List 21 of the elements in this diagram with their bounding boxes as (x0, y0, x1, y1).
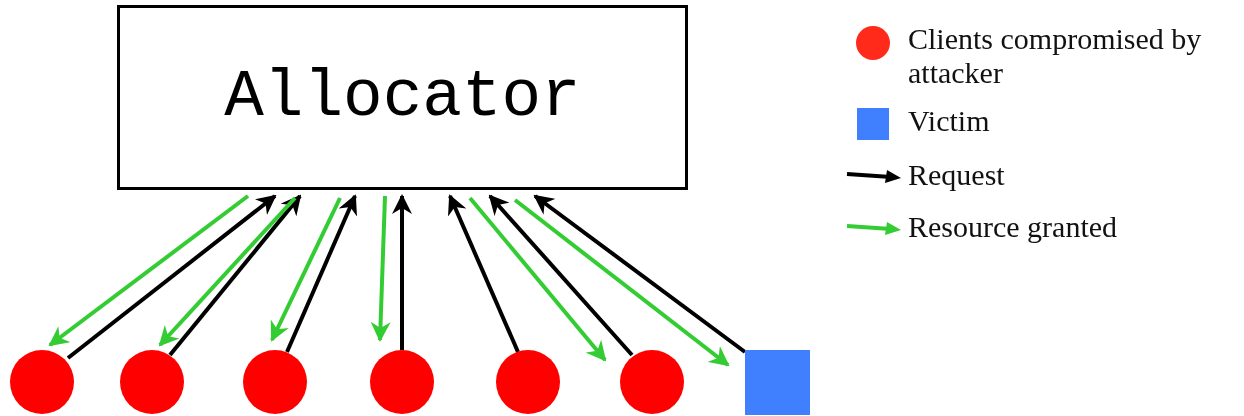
arrow (48, 194, 250, 347)
legend-text: Request (908, 158, 1005, 192)
process-box (117, 5, 688, 190)
client-circle (10, 350, 74, 414)
box-label: Allocator (224, 60, 581, 135)
arrow (370, 195, 391, 342)
arrow (168, 194, 302, 357)
legend-text: Victim (908, 104, 990, 138)
arrow (285, 194, 357, 353)
arrow (488, 194, 634, 357)
arrow (533, 194, 747, 354)
arrow (513, 198, 730, 367)
arrow (66, 194, 277, 360)
arrow (468, 196, 607, 362)
victim-square (745, 350, 810, 415)
legend-text: Clients compromised by attacker (908, 22, 1203, 90)
arrow (158, 196, 297, 347)
arrow (270, 197, 342, 342)
arrow (448, 194, 520, 353)
legend-text: Resource granted (908, 210, 1118, 244)
arrow (392, 194, 412, 350)
